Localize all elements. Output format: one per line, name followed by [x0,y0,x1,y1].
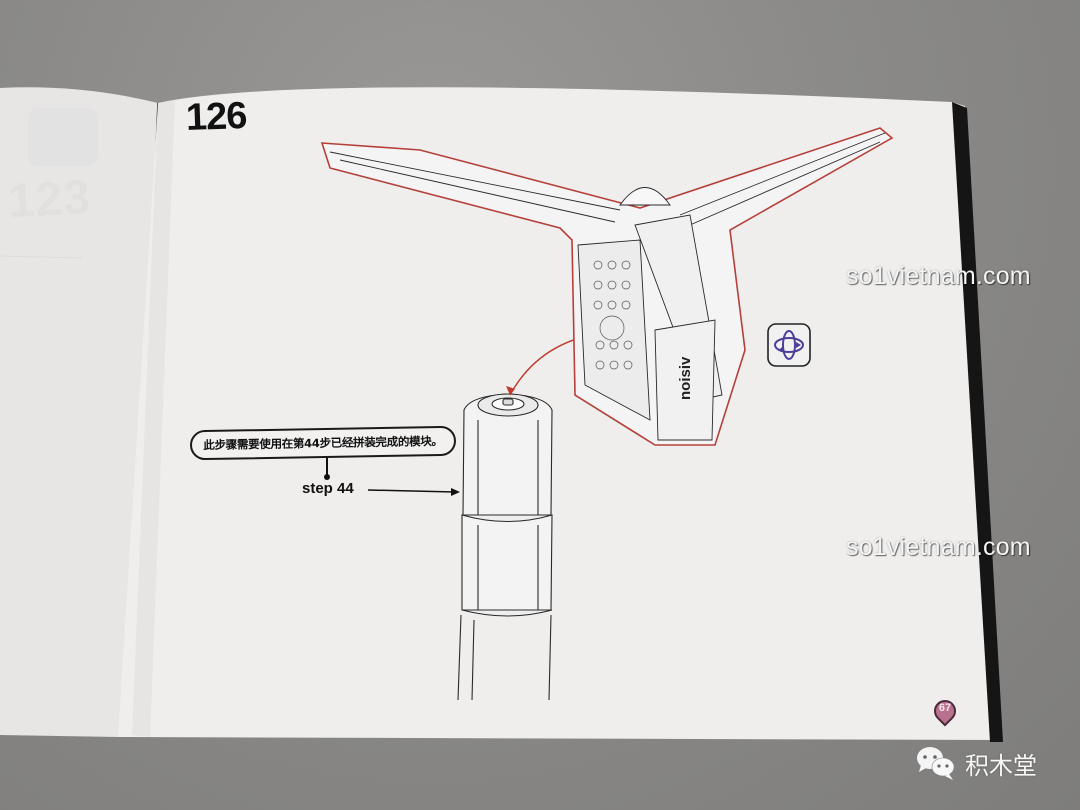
wechat-account-name: 积木堂 [965,751,1037,780]
svg-text:noisiv: noisiv [677,356,694,400]
page-number: 67 [938,702,952,714]
right-page [118,87,1000,740]
panel-studs [593,260,633,370]
watermark: so1vietnam.com [846,533,1031,561]
ghost-icon [28,108,98,166]
watermark: so1vietnam.com [846,262,1031,290]
step-reference-label: step 44 [302,480,354,497]
back-cover-edge [952,102,1003,742]
wechat-badge: 积木堂 [915,745,1037,781]
left-page-step-number: 123 [6,170,93,229]
callout-text: 此步骤需要使用在第44步已经拼装完成的模块。 [203,433,443,453]
rotate-model-icon [766,322,812,373]
instruction-callout: 此步骤需要使用在第44步已经拼装完成的模块。 [189,425,457,461]
wechat-icon [917,747,955,780]
left-page [0,87,158,738]
step-number: 126 [185,94,248,140]
tower-column [457,393,553,701]
